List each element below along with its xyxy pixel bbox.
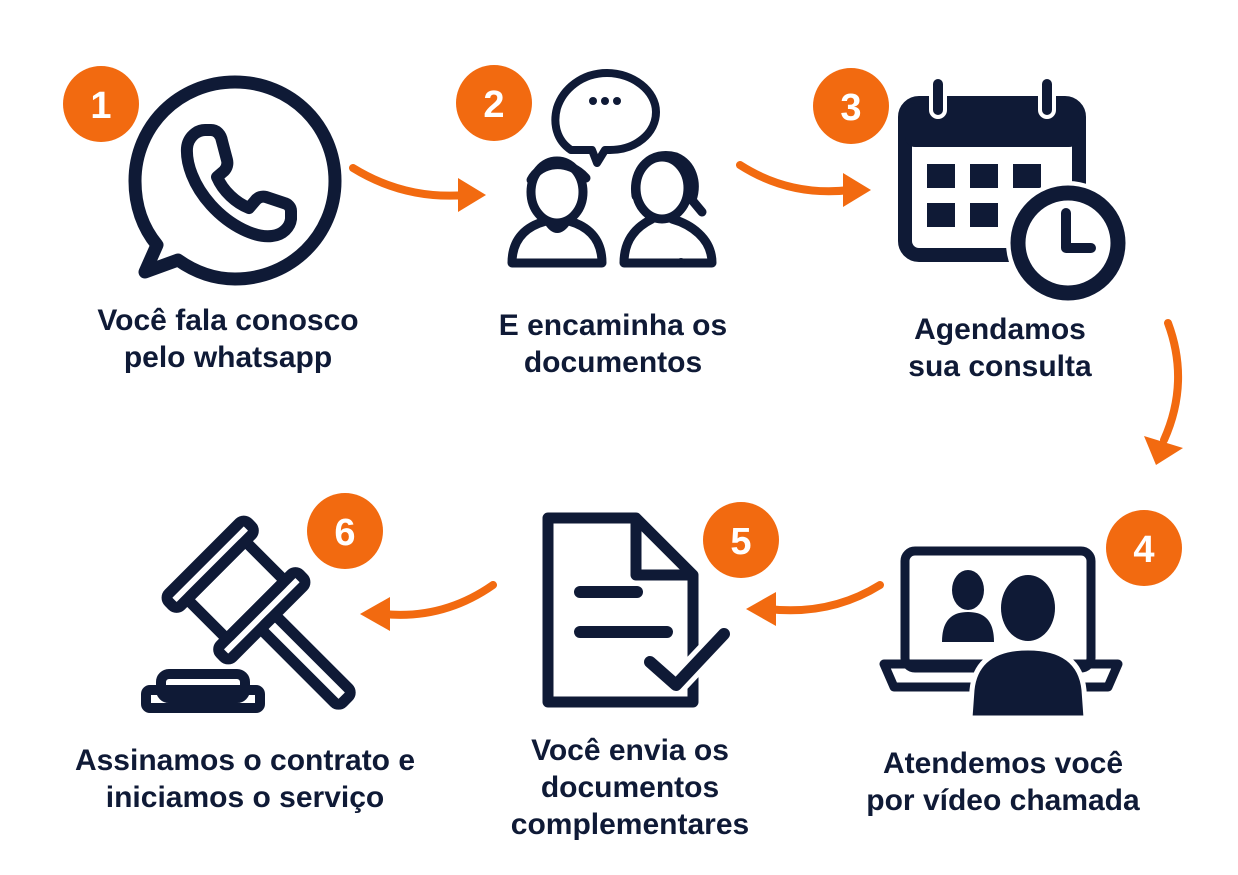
step-4-caption-line-1: Atendemos você (882, 747, 1124, 780)
calendar-clock-icon (898, 75, 1130, 305)
step-4-caption-line-2: por vídeo chamada (866, 784, 1140, 817)
step-badge-3: 3 (813, 68, 889, 144)
arrow-4-to-5 (746, 581, 884, 626)
document-check-icon (542, 512, 735, 708)
step-badge-6: 6 (307, 493, 383, 569)
step-badge-5: 5 (703, 502, 779, 578)
step-4-caption: Atendemos você por vídeo chamada (853, 745, 1153, 819)
step-number-4: 4 (1133, 529, 1154, 571)
arrow-5-to-6 (360, 581, 497, 631)
step-5-caption-line-2: documentos (540, 771, 720, 804)
step-number-5: 5 (730, 521, 751, 563)
step-6-caption-line-2: iniciamos o serviço (105, 781, 385, 814)
people-talking-icon (507, 69, 717, 268)
step-2-caption: E encaminha os documentos (463, 307, 763, 381)
whatsapp-icon (128, 75, 342, 286)
step-2-caption-line-1: E encaminha os (498, 309, 728, 342)
step-1-caption: Você fala conosco pelo whatsapp (78, 302, 378, 376)
step-1-caption-line-1: Você fala conosco (97, 304, 359, 337)
step-2-caption-line-2: documentos (523, 346, 703, 379)
step-badge-2: 2 (456, 65, 532, 141)
video-call-laptop-icon (879, 546, 1123, 721)
step-3-caption-line-2: sua consulta (908, 350, 1092, 383)
step-5-caption-line-3: complementares (510, 808, 750, 841)
step-5-caption-line-1: Você envia os (531, 734, 729, 767)
step-3-caption-line-1: Agendamos (914, 313, 1086, 346)
gavel-icon (141, 515, 356, 713)
step-3-caption: Agendamos sua consulta (850, 311, 1150, 385)
step-5-caption: Você envia os documentos complementares (480, 732, 780, 843)
step-number-1: 1 (90, 85, 111, 127)
step-badge-4: 4 (1106, 510, 1182, 586)
step-6-caption-line-1: Assinamos o contrato e (74, 744, 416, 777)
arrow-3-to-4 (1144, 319, 1183, 465)
step-number-3: 3 (840, 87, 861, 129)
step-number-2: 2 (483, 84, 504, 126)
arrow-1-to-2 (349, 164, 486, 212)
step-6-caption: Assinamos o contrato e iniciamos o servi… (50, 742, 440, 816)
step-number-6: 6 (334, 512, 355, 554)
step-1-caption-line-2: pelo whatsapp (123, 341, 333, 374)
step-badge-1: 1 (63, 66, 139, 142)
arrow-2-to-3 (736, 161, 871, 207)
